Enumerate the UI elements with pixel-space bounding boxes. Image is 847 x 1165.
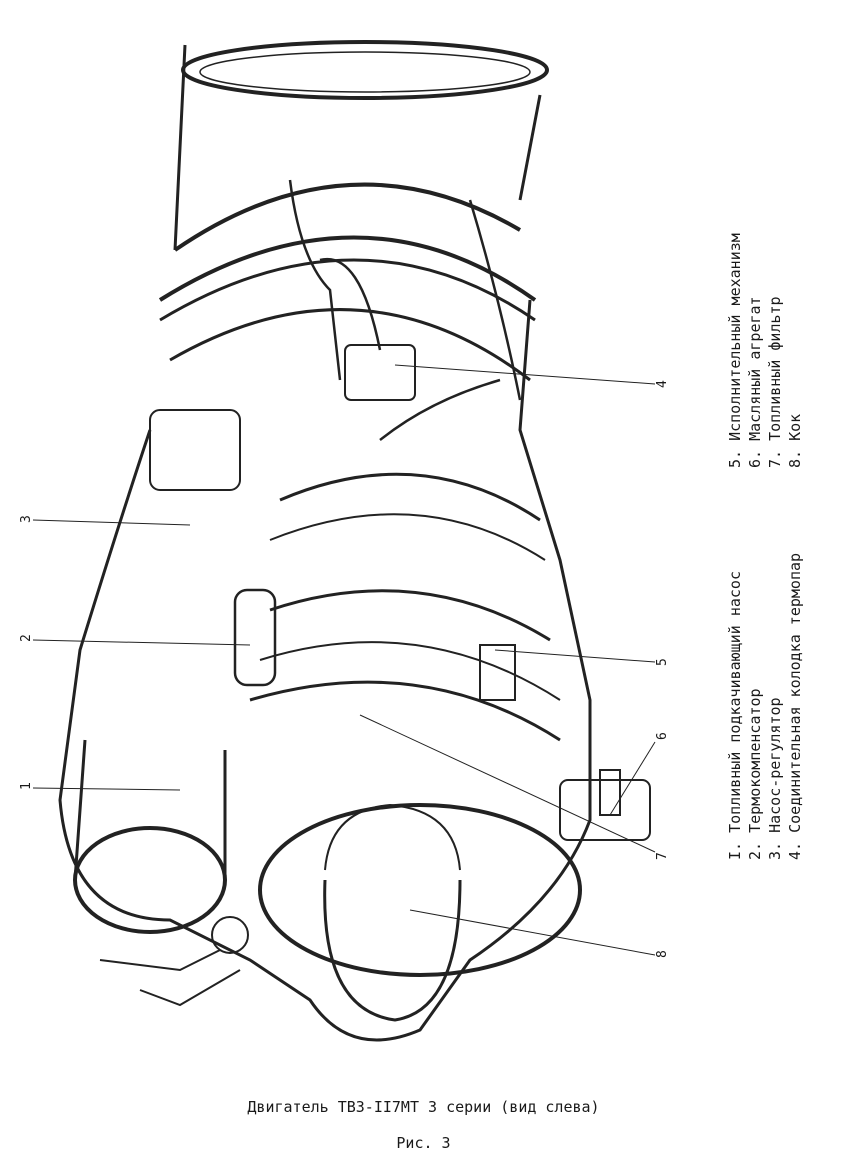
leader-line-7 [359, 714, 656, 853]
callout-numbers: 1 2 3 4 5 6 7 8 [19, 380, 670, 958]
leader-line-3 [32, 519, 191, 526]
legend-item-7: 7. Топливный фильтр [766, 296, 784, 468]
leader-line-2 [32, 639, 251, 646]
legend-item-1: I. Топливный подкачивающий насос [726, 571, 744, 860]
callout-6: 6 [655, 732, 670, 740]
leader-line-5 [494, 649, 656, 663]
legend-item-4: 4. Соединительная колодка термопар [786, 552, 804, 860]
leader-lines [32, 364, 656, 956]
callout-8: 8 [655, 950, 670, 958]
legend-item-6: 6. Масляный агрегат [746, 296, 764, 468]
leader-line-6 [609, 741, 656, 816]
legend: I. Топливный подкачивающий насос 2. Терм… [726, 200, 826, 860]
legend-item-8: 8. Кок [786, 413, 804, 468]
leader-line-4 [394, 364, 656, 385]
legend-item-5: 5. Исполнительный механизм [726, 233, 744, 468]
leader-line-8 [409, 909, 656, 956]
callout-7: 7 [655, 852, 670, 860]
callout-5: 5 [655, 658, 670, 666]
callout-4: 4 [655, 380, 670, 388]
figure-number: Рис. 3 [396, 1134, 451, 1152]
legend-group-right: 5. Исполнительный механизм 6. Масляный а… [726, 0, 806, 468]
figure-title: Двигатель ТВЗ-II7МТ 3 серии (вид слева) [247, 1098, 600, 1116]
legend-item-2: 2. Термокомпенсатор [746, 688, 764, 860]
callout-3: 3 [19, 515, 34, 523]
callout-2: 2 [19, 634, 34, 642]
callout-1: 1 [19, 782, 34, 790]
leader-line-1 [32, 787, 181, 791]
engine-illustration [58, 40, 651, 1042]
legend-item-3: 3. Насос-регулятор [766, 697, 784, 860]
